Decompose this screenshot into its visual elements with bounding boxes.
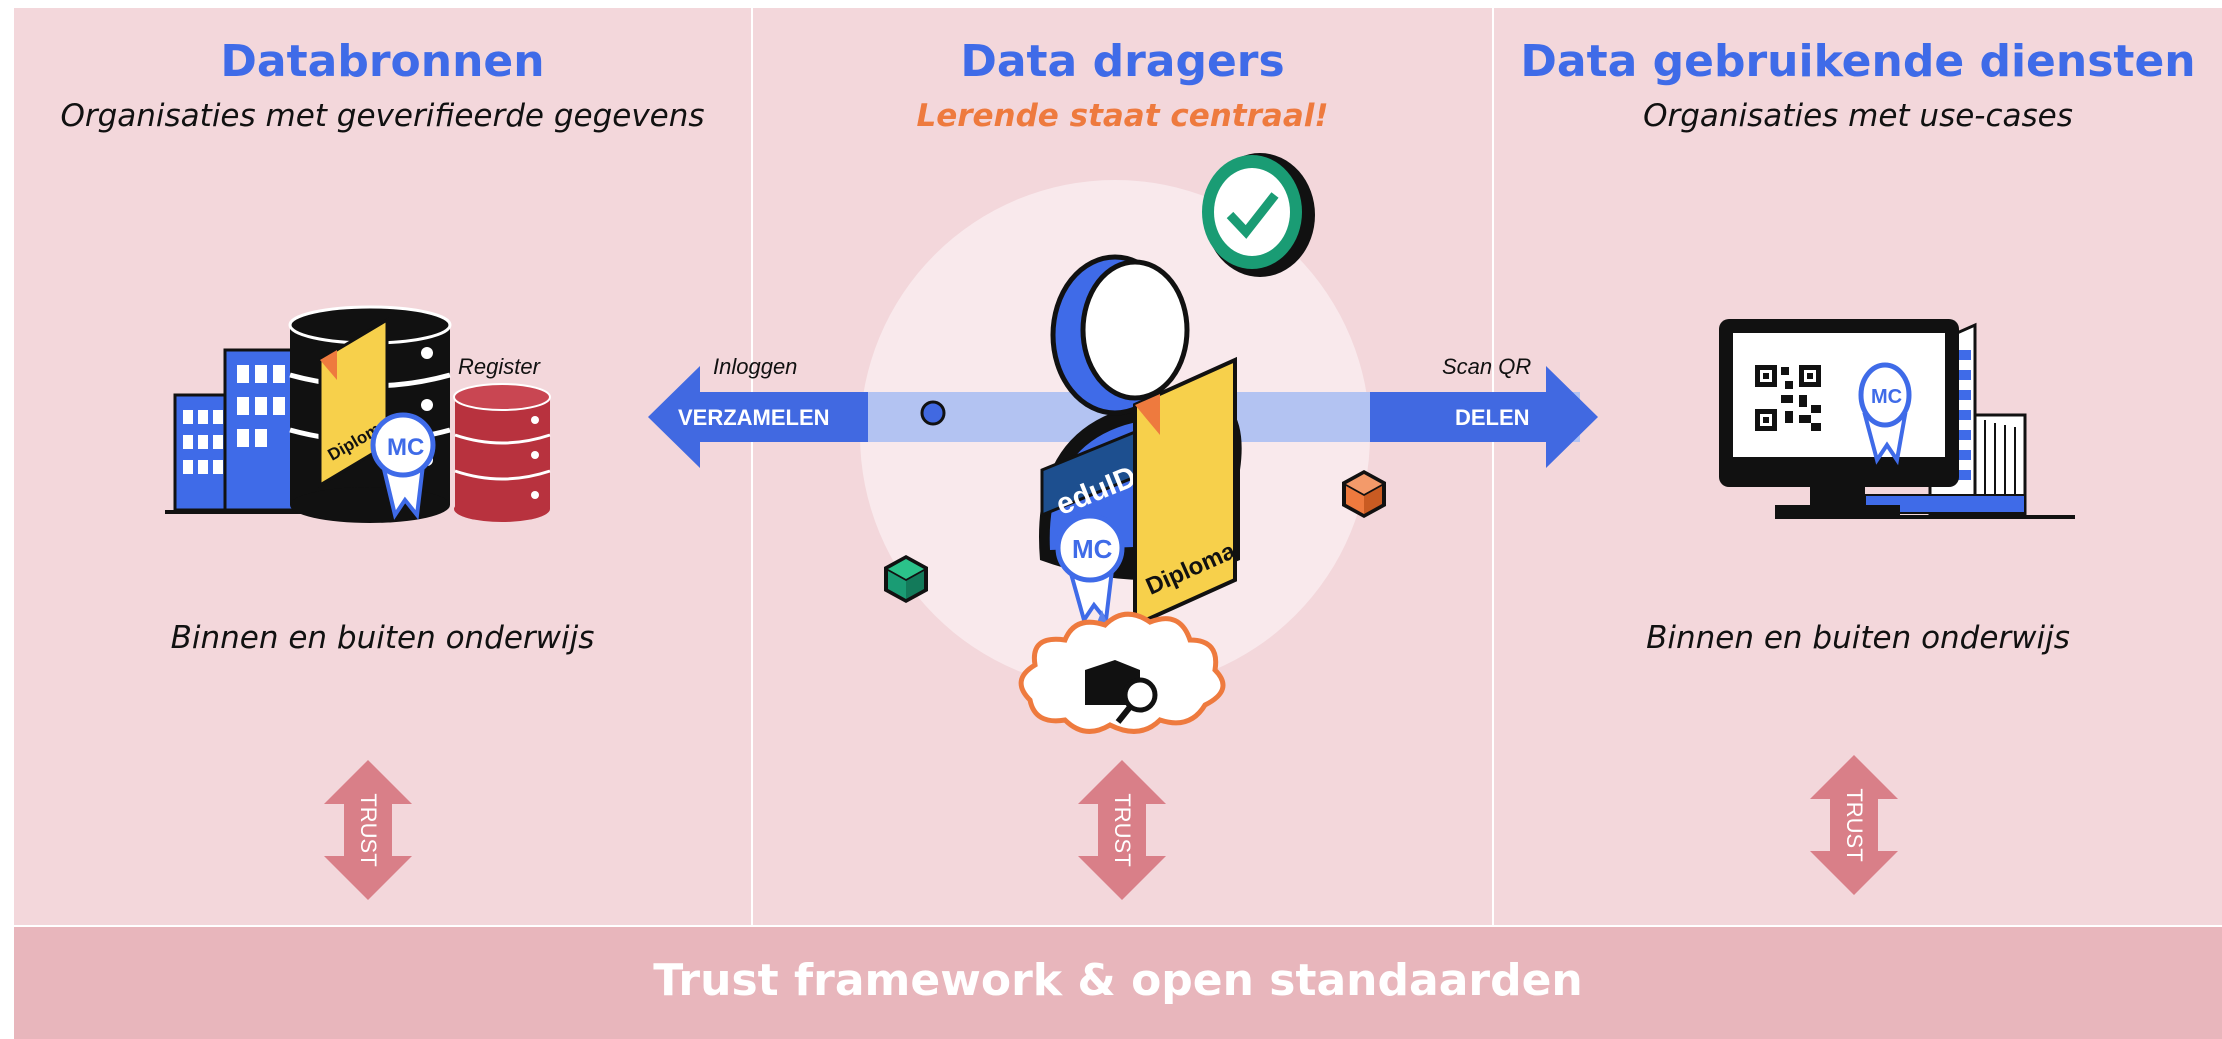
register-label: Register	[458, 354, 540, 379]
cloud-icon	[1018, 611, 1226, 734]
diensten-illustration: MC	[1719, 319, 2075, 519]
trust-arrow-left: TRUST	[324, 760, 412, 900]
mc-badge-icon: MC	[370, 412, 436, 520]
building-icon	[165, 348, 305, 514]
diploma-document-icon: Diploma	[1133, 356, 1240, 629]
mc-badge-icon: MC	[1055, 513, 1125, 625]
trust-label: TRUST	[1110, 793, 1135, 867]
panel-caption: Binnen en buiten onderwijs	[1646, 620, 2070, 656]
panel-title: Databronnen	[220, 36, 545, 87]
scan-qr-note: Scan QR	[1442, 354, 1532, 379]
data-drager-illustration: eduID Diploma MC	[1018, 153, 1315, 734]
svg-text:MC: MC	[387, 434, 424, 461]
delen-label: DELEN	[1455, 405, 1530, 430]
green-cube-icon	[884, 555, 928, 603]
band-dot	[920, 400, 946, 426]
trust-arrow-center: TRUST	[1078, 760, 1166, 900]
footer-banner: Trust framework & open standaarden	[14, 927, 2222, 1039]
verzamelen-label: VERZAMELEN	[678, 405, 830, 430]
panel-subtitle: Organisaties met use-cases	[1643, 98, 2073, 134]
trust-label: TRUST	[356, 793, 381, 867]
delen-arrow	[1370, 366, 1598, 468]
trust-arrow-right: TRUST	[1810, 755, 1898, 895]
inloggen-note: Inloggen	[713, 354, 798, 379]
panel-title: Data gebruikende diensten	[1520, 36, 2196, 87]
panel-subtitle: Lerende staat centraal!	[916, 98, 1329, 134]
footer-text: Trust framework & open standaarden	[653, 955, 1583, 1006]
svg-text:MC: MC	[1072, 534, 1113, 564]
panel-subtitle: Organisaties met geverifieerde gegevens	[60, 98, 705, 134]
databronnen-illustration: Diploma MC	[165, 305, 551, 523]
check-icon	[1202, 153, 1315, 277]
verzamelen-arrow	[648, 366, 868, 468]
orange-cube-icon	[1342, 470, 1386, 518]
panel-caption: Binnen en buiten onderwijs	[170, 620, 595, 656]
panel-title: Data dragers	[960, 36, 1285, 87]
panel-databronnen: Databronnen Organisaties met geverifieer…	[14, 8, 751, 925]
svg-text:MC: MC	[1871, 386, 1902, 408]
register-database-icon	[453, 383, 551, 522]
mc-badge-icon: MC	[1858, 362, 1912, 466]
trust-label: TRUST	[1842, 788, 1867, 862]
qr-code-icon	[1755, 365, 1821, 431]
